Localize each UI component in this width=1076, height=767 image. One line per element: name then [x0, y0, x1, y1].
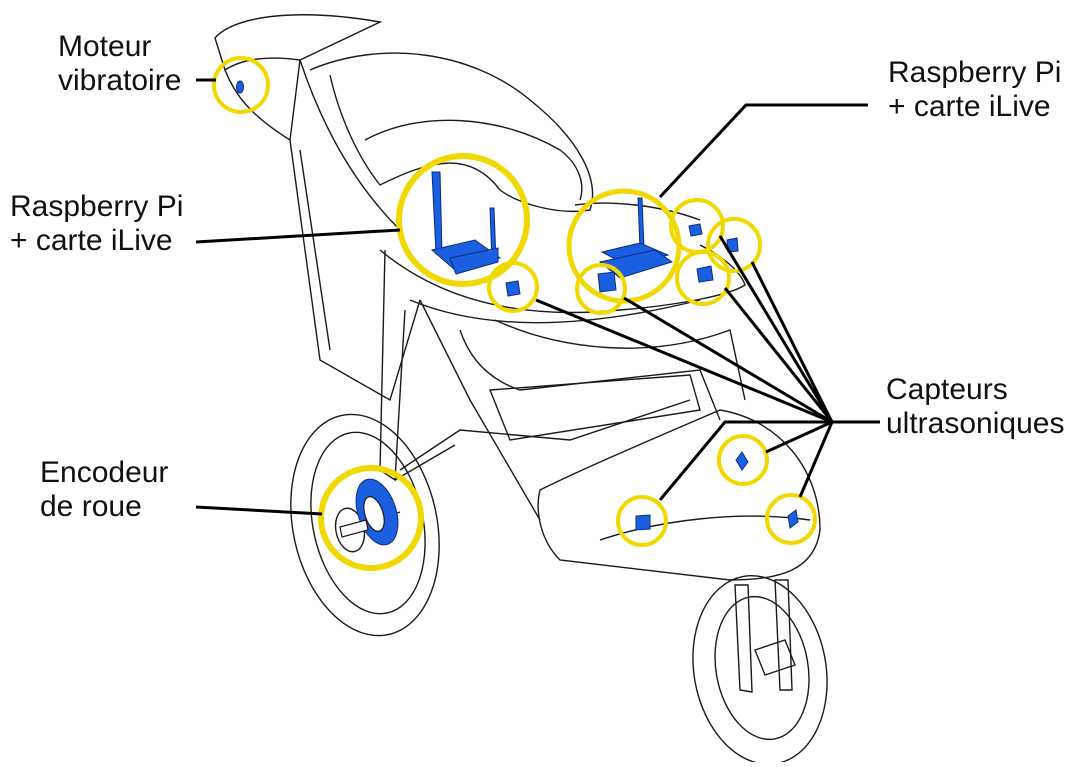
highlight-sensor-left [487, 261, 539, 313]
sensor-center [597, 271, 617, 293]
sensor-right [696, 265, 714, 283]
label-raspberry-left-line1: Raspberry Pi [10, 190, 184, 223]
handlebar [214, 14, 383, 72]
front-leg [379, 249, 406, 482]
label-raspberry-left: Raspberry Pi + carte iLive [10, 190, 183, 258]
frame-brace [394, 444, 456, 481]
encoder-hub [363, 496, 385, 532]
leader-lines [195, 78, 880, 516]
highlight-sensor-center [575, 263, 627, 315]
label-encoder-line2: de roue [40, 490, 142, 523]
canopy-top [309, 52, 594, 212]
label-sensors-line1: Capteurs [886, 373, 1008, 406]
leader-encoder [195, 505, 323, 516]
front-nose [537, 409, 821, 581]
raspberry-board-left-side [449, 247, 499, 275]
highlight-encoder [318, 465, 424, 571]
footrest [494, 319, 746, 401]
basket-upper [459, 329, 721, 421]
front-fork-left [734, 584, 753, 693]
side-panel [289, 139, 421, 402]
label-encoder-line1: Encodeur [40, 456, 169, 489]
basket-side [488, 374, 701, 441]
side-panel-seam [299, 149, 331, 351]
highlight-sensor-far-right [706, 217, 762, 273]
leader-sensor-nose-right [798, 421, 834, 498]
highlight-circles [212, 56, 817, 571]
leader-sensor-center [623, 296, 833, 424]
label-sensors-line2: ultrasoniques [886, 407, 1065, 440]
label-motor: Moteur vibratoire [58, 30, 181, 98]
canopy-fold [329, 74, 501, 191]
highlight-sensor-right [675, 250, 731, 306]
frame-diagonal [419, 299, 541, 521]
label-raspberry-right: Raspberry Pi + carte iLive [888, 56, 1061, 124]
handle-grip [224, 59, 301, 142]
frame-crossbar [399, 399, 691, 471]
highlight-motor [212, 56, 270, 114]
highlight-sensor-nose-right [765, 493, 817, 545]
highlight-sensor-nose-top [717, 434, 769, 486]
front-hub [754, 639, 796, 676]
highlight-sensor-nose-left [616, 495, 668, 547]
leader-sensor-nose-top [765, 420, 833, 454]
label-raspberry-left-line2: + carte iLive [10, 224, 173, 257]
sensor-left [505, 280, 521, 297]
sensor-top-right [688, 223, 703, 237]
front-wheel-rim [714, 595, 810, 741]
rear-wheel-tire [290, 413, 440, 637]
label-sensors: Capteurs ultrasoniques [886, 373, 1064, 441]
canopy-inner-line [364, 119, 583, 201]
antenna-left-1 [431, 171, 443, 255]
sensor-nose-top [735, 451, 749, 471]
front-fork-right [774, 579, 793, 691]
label-encoder: Encodeur de roue [40, 456, 168, 524]
nose-seam [599, 515, 811, 541]
sensor-nose-left [635, 514, 651, 531]
label-motor-line2: vibratoire [58, 64, 182, 97]
label-raspberry-right-line1: Raspberry Pi [888, 56, 1062, 89]
leader-sensor-far-right [750, 261, 834, 423]
leader-sensor-nose-left [658, 420, 832, 501]
vibration-motor-part [236, 80, 244, 94]
label-raspberry-right-line2: + carte iLive [888, 90, 1051, 123]
canopy-front-edge [299, 59, 401, 231]
sensor-nose-right [787, 509, 799, 529]
seat-front [409, 299, 701, 324]
leader-raspberry-left [195, 228, 401, 244]
leader-raspberry-right [658, 103, 868, 199]
leader-sensor-right [723, 287, 834, 423]
leader-sensor-top-right [718, 235, 834, 423]
encoder-axle [339, 519, 369, 538]
label-motor-line1: Moteur [58, 30, 152, 63]
leader-sensor-left [535, 298, 833, 424]
highlight-raspberry-left [396, 153, 530, 287]
